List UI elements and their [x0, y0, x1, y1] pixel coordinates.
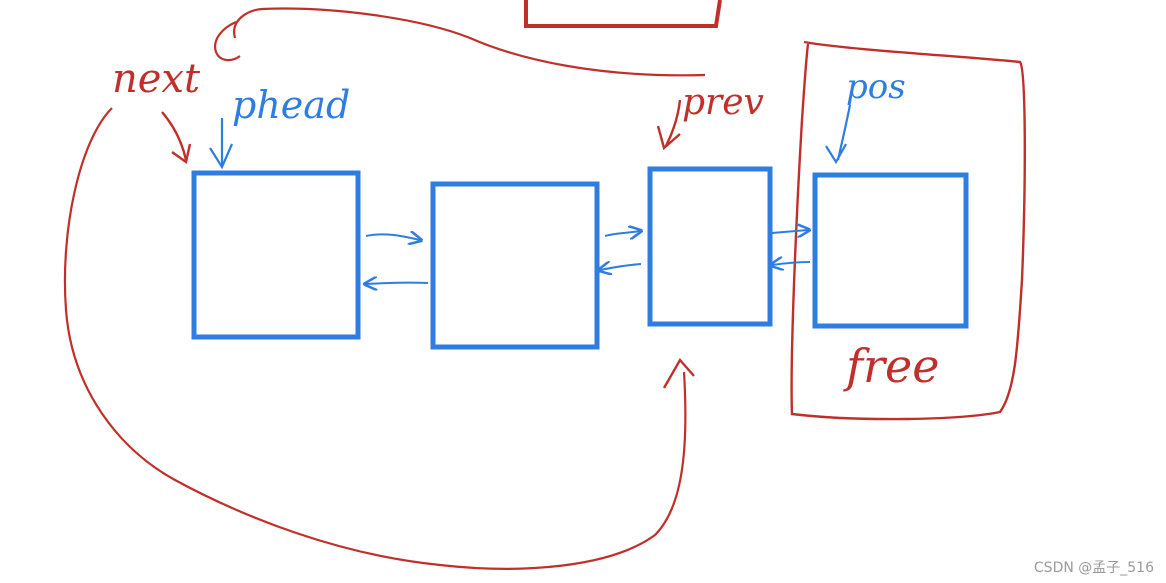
link-forward-1-arrow	[365, 234, 420, 240]
next-pointer-head-icon	[171, 143, 192, 165]
label-prev: prev	[682, 82, 764, 123]
next-pointer-arrow-icon	[161, 111, 188, 161]
top-red-box-partial	[524, 0, 722, 28]
prev-pointer-arrow-icon	[664, 99, 682, 147]
label-pos: pos	[846, 67, 906, 107]
node-prev	[647, 166, 773, 327]
next-loop-hook-icon	[214, 20, 241, 62]
link-back-3-arrow	[772, 262, 811, 265]
pos-pointer-head-icon	[825, 143, 847, 165]
node-head	[191, 170, 361, 340]
label-free: free	[843, 339, 939, 393]
phead-pointer-head-icon	[209, 143, 234, 170]
watermark: CSDN @孟子_516	[1034, 560, 1154, 576]
free-region-box	[790, 40, 1026, 421]
label-phead: phead	[232, 83, 350, 127]
link-forward-2-arrow	[604, 231, 640, 236]
link-back-1-arrow	[366, 283, 429, 284]
pos-pointer-arrow-icon	[836, 104, 852, 161]
link-forward-3-arrow	[771, 230, 808, 233]
node-second	[430, 181, 600, 350]
label-next: next	[112, 56, 201, 102]
prev-loop-curve	[63, 107, 687, 570]
next-loop-curve	[233, 7, 706, 77]
node-pos	[812, 172, 969, 329]
prev-loop-arrowhead-icon	[662, 357, 695, 389]
prev-pointer-head-icon	[656, 125, 681, 151]
link-back-2-arrow	[600, 264, 642, 270]
